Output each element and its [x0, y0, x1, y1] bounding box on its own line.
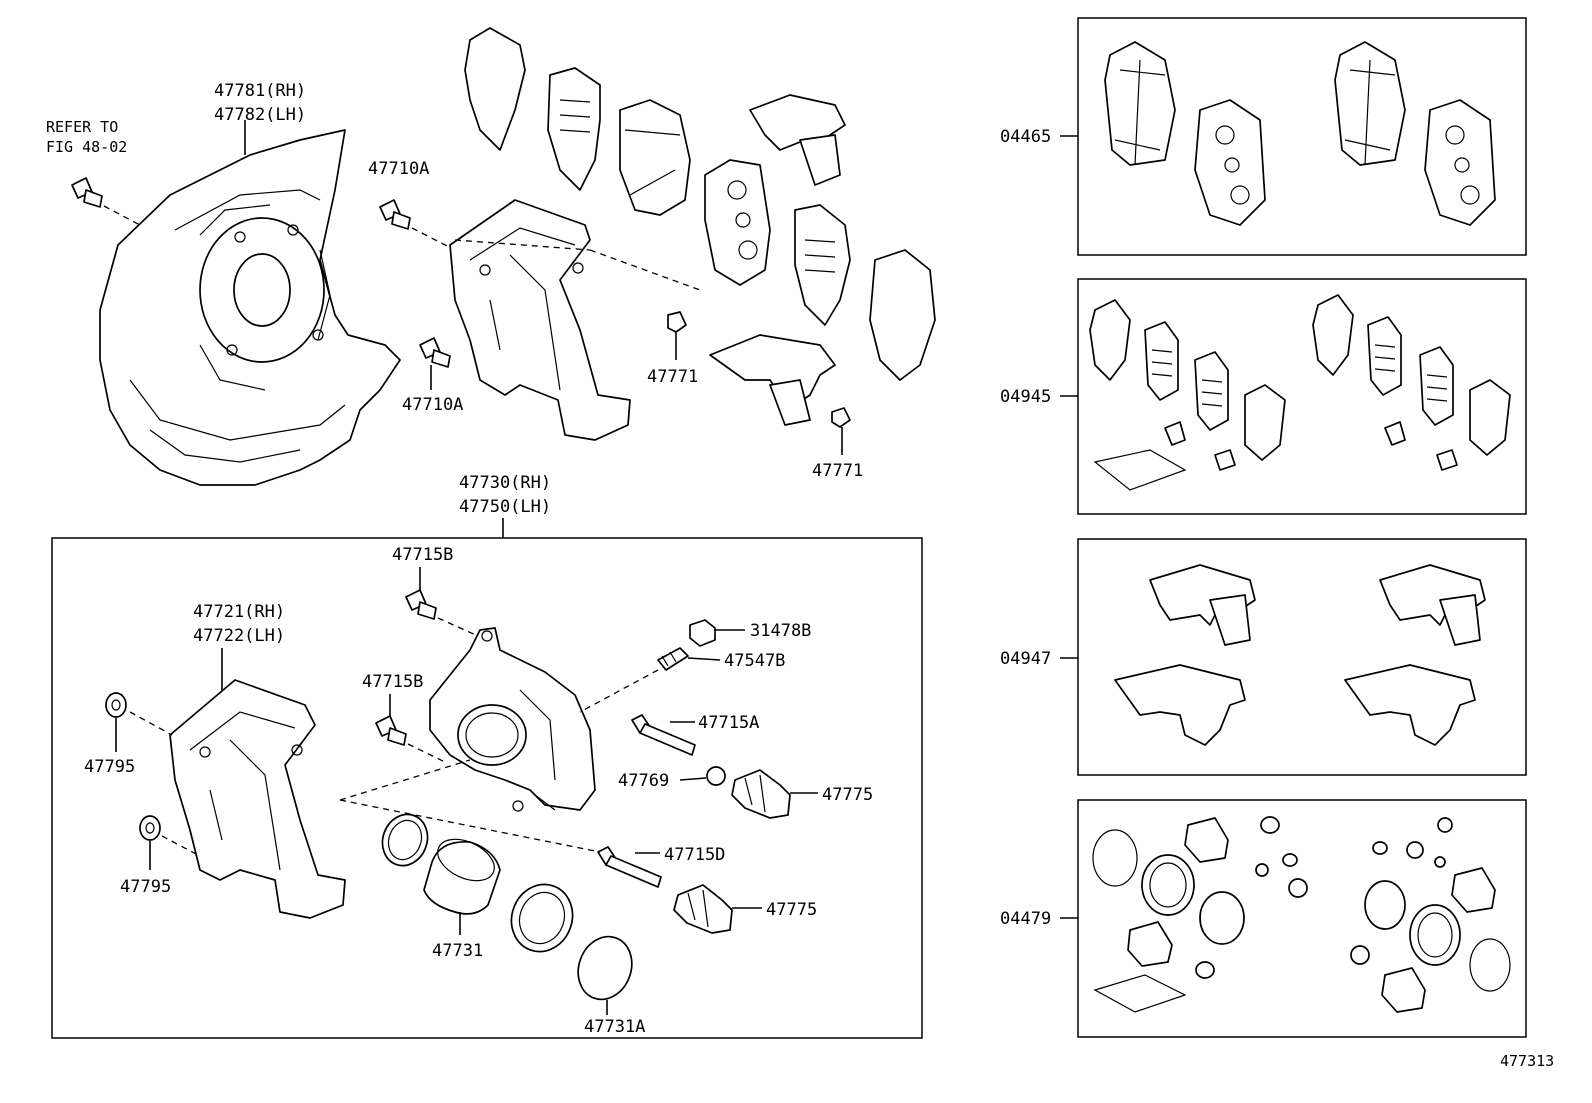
- diagram-id: 477313: [1500, 1052, 1554, 1070]
- callout-47731: 47731: [432, 941, 483, 961]
- callout-47715b-mid: 47715B: [362, 672, 423, 692]
- washer-47795-b-icon: [139, 815, 161, 841]
- callout-47547b: 47547B: [724, 651, 785, 671]
- refer-to-text: REFER TO: [46, 118, 118, 136]
- mounting-carrier-top: [449, 199, 631, 441]
- piston-47731-icon: [423, 838, 501, 915]
- dust-boot-ring-icon: [510, 883, 574, 953]
- dash-bolt-b1: [437, 617, 479, 637]
- callout-47715a: 47715A: [698, 713, 759, 733]
- refer-fig-text: FIG 48-02: [46, 138, 127, 156]
- kit-box-04465: [1060, 17, 1527, 256]
- bleeder-47547b-icon: [657, 647, 689, 671]
- callout-47781: 47781(RH): [214, 81, 306, 101]
- mounting-carrier-lower: [169, 679, 346, 919]
- callout-47782: 47782(LH): [214, 105, 306, 125]
- bolt-47710a-top-icon: [379, 199, 411, 230]
- seal-ring-icon: [381, 813, 429, 867]
- kit-box-04945: [1060, 278, 1527, 515]
- dash-washer-a: [129, 711, 173, 736]
- callout-47715d: 47715D: [664, 845, 725, 865]
- pad-shims-upper: [464, 27, 936, 381]
- boot-47775-a-icon: [731, 769, 791, 819]
- kit-label-04465: 04465: [1000, 127, 1051, 147]
- callout-47771-b: 47771: [812, 461, 863, 481]
- leader-bushing: [679, 777, 707, 781]
- seal-47731a-icon: [577, 935, 633, 1001]
- kit-label-04479: 04479: [1000, 909, 1051, 929]
- pin-47715d-icon: [597, 846, 662, 888]
- callout-47731a: 47731A: [584, 1017, 645, 1037]
- kit-label-04945: 04945: [1000, 387, 1051, 407]
- caliper-assy-box: [51, 537, 923, 1039]
- dash-washer-b: [161, 835, 199, 856]
- callout-47730: 47730(RH): [459, 473, 551, 493]
- dust-cover-drawing: [99, 129, 401, 486]
- clip-47771-a-icon: [667, 311, 687, 333]
- cap-31478b-icon: [689, 619, 716, 647]
- bolt-47715b-top-icon: [405, 589, 437, 620]
- caliper-body: [429, 627, 596, 812]
- kit-label-04947: 04947: [1000, 649, 1051, 669]
- bushing-47769-icon: [706, 766, 726, 786]
- callout-47771-a: 47771: [647, 367, 698, 387]
- callout-47769: 47769: [618, 771, 669, 791]
- callout-47775-b: 47775: [766, 900, 817, 920]
- pad-clips-upper: [709, 94, 846, 426]
- callout-47715b-top: 47715B: [392, 545, 453, 565]
- callout-31478b: 31478B: [750, 621, 811, 641]
- callout-47722: 47722(LH): [193, 626, 285, 646]
- bolt-47710a-mid-icon: [419, 337, 451, 368]
- kit-box-04947: [1060, 538, 1527, 776]
- callout-47710a-top: 47710A: [368, 159, 429, 179]
- washer-47795-a-icon: [105, 692, 127, 718]
- dash-bleeder: [579, 669, 659, 713]
- clip-47771-b-icon: [831, 407, 851, 428]
- dash-bolt-b2: [407, 743, 446, 763]
- dash-refer: [103, 205, 141, 226]
- pin-47715a-icon: [631, 714, 696, 756]
- dash-carrier: [454, 239, 701, 291]
- leader-bleeder: [687, 657, 721, 661]
- bolt-refer-icon: [71, 177, 103, 208]
- callout-47795-b: 47795: [120, 877, 171, 897]
- dash-bolt-top: [411, 227, 456, 251]
- kit-box-04479: [1060, 799, 1527, 1038]
- callout-47710a-mid: 47710A: [402, 395, 463, 415]
- dash-axis: [339, 759, 601, 853]
- boot-47775-b-icon: [673, 884, 733, 934]
- callout-47721: 47721(RH): [193, 602, 285, 622]
- callout-47775-a: 47775: [822, 785, 873, 805]
- bolt-47715b-mid-icon: [375, 715, 407, 746]
- callout-47750: 47750(LH): [459, 497, 551, 517]
- callout-47795-a: 47795: [84, 757, 135, 777]
